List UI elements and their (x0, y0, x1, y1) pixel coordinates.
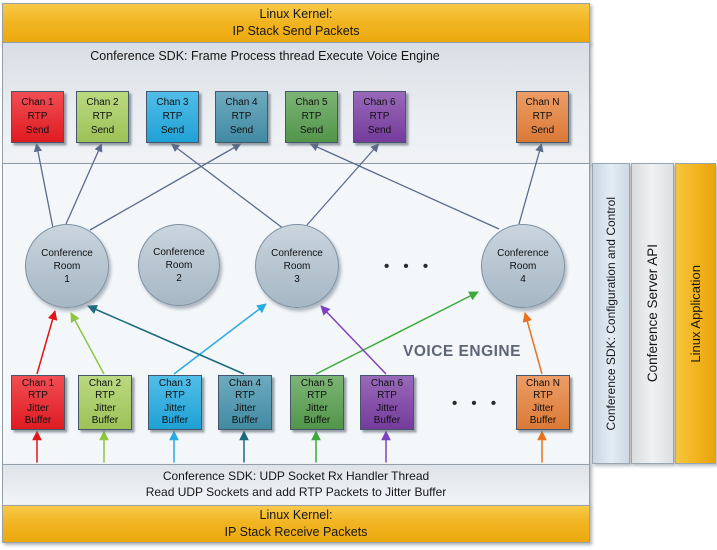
label-line: Chan 1 (21, 97, 54, 108)
udp-rx-panel: Conference SDK: UDP Socket Rx Handler Th… (2, 464, 590, 506)
buffers-ellipsis: • • • (452, 395, 502, 412)
label-line: Chan 6 (363, 97, 396, 108)
label-line: 3 (294, 273, 300, 285)
rooms-ellipsis: • • • (384, 258, 434, 275)
label-line: RTP (92, 111, 113, 122)
label-line: Send (229, 125, 254, 136)
label-line: RTP (231, 111, 252, 122)
linux-kernel-receive-bar: Linux Kernel: IP Stack Receive Packets (2, 505, 590, 543)
label-line: Chan 4 (225, 97, 258, 108)
linux-kernel-send-line2: IP Stack Send Packets (232, 24, 360, 38)
linux-kernel-send-line1: Linux Kernel: (259, 7, 333, 22)
label-line: Send (160, 125, 185, 136)
label-line: RTP (301, 111, 322, 122)
label-line: RTP (532, 111, 553, 122)
label-line: Chan 4 (228, 378, 262, 390)
label-line: Chan N (525, 97, 560, 108)
label-line: Jitter (376, 402, 398, 414)
label-line: Chan 1 (21, 378, 55, 390)
label-line: RTP (95, 390, 115, 402)
chan-6-rtp-send-box: Chan 6 RTP Send (353, 91, 406, 143)
label-line: RTP (377, 390, 397, 402)
label-line: Jitter (306, 402, 328, 414)
label-line: Chan 3 (158, 378, 192, 390)
chan-3-rtp-send-box: Chan 3 RTP Send (146, 91, 199, 143)
label-line: RTP (165, 390, 185, 402)
label-line: Buffer (161, 414, 189, 426)
label-line: Buffer (303, 414, 331, 426)
label-line: RTP (369, 111, 390, 122)
label-line: Conference (41, 247, 93, 259)
sidebar-sdk-configuration-label: Conference SDK: Configuration and Contro… (604, 196, 618, 431)
linux-kernel-send-bar: Linux Kernel: IP Stack Send Packets (2, 3, 590, 44)
frame-process-title: Conference SDK: Frame Process thread Exe… (90, 49, 440, 63)
label-line: Buffer (91, 414, 119, 426)
label-line: Room (509, 260, 537, 272)
sidebar-linux-application-label: Linux Application (688, 264, 703, 363)
label-line: Jitter (164, 402, 186, 414)
chan-1-rtp-send-box: Chan 1 RTP Send (11, 91, 64, 143)
label-line: Conference (153, 246, 205, 258)
label-line: Buffer (231, 414, 259, 426)
label-line: 2 (176, 272, 182, 284)
linux-kernel-receive-line2: IP Stack Receive Packets (224, 524, 368, 539)
udp-rx-line1: Conference SDK: UDP Socket Rx Handler Th… (162, 469, 430, 484)
label-line: Room (165, 259, 193, 271)
label-line: RTP (162, 111, 183, 122)
label-line: Send (90, 125, 115, 136)
chan-4-rtp-send-box: Chan 4 RTP Send (215, 91, 268, 143)
sidebar-conference-server-api: Conference Server API (631, 163, 674, 464)
chan-5-rtp-send-box: Chan 5 RTP Send (285, 91, 338, 143)
label-line: Buffer (24, 414, 52, 426)
label-line: Send (530, 125, 555, 136)
label-line: Jitter (532, 402, 554, 414)
label-line: Room (283, 260, 311, 272)
label-line: RTP (28, 390, 48, 402)
label-line: Conference (271, 247, 323, 259)
label-line: Send (367, 125, 392, 136)
label-line: Buffer (529, 414, 557, 426)
label-line: Chan 2 (88, 378, 122, 390)
label-line: Conference (497, 247, 549, 259)
sidebar-linux-application: Linux Application (675, 163, 716, 464)
label-line: Room (53, 260, 81, 272)
label-line: RTP (533, 390, 553, 402)
label-line: Jitter (234, 402, 256, 414)
label-line: Chan 3 (156, 97, 189, 108)
label-line: 1 (64, 273, 70, 285)
label-line: Chan 6 (370, 378, 404, 390)
label-line: Send (25, 125, 50, 136)
label-line: Chan 5 (300, 378, 334, 390)
label-line: Jitter (27, 402, 49, 414)
chan-n-rtp-send-box: Chan N RTP Send (516, 91, 569, 143)
label-line: RTP (235, 390, 255, 402)
label-line: Chan 2 (86, 97, 119, 108)
sidebar-conference-server-api-label: Conference Server API (645, 244, 660, 383)
voice-engine-label: VOICE ENGINE (403, 343, 521, 360)
label-line: Chan 5 (295, 97, 328, 108)
label-line: Jitter (94, 402, 116, 414)
label-line: Chan N (526, 378, 560, 390)
udp-rx-line2: Read UDP Sockets and add RTP Packets to … (145, 485, 447, 499)
label-line: RTP (27, 111, 48, 122)
linux-kernel-receive-line1: Linux Kernel: (259, 507, 333, 522)
chan-2-rtp-send-box: Chan 2 RTP Send (76, 91, 129, 143)
label-line: 4 (520, 273, 526, 285)
label-line: Buffer (373, 414, 401, 426)
label-line: Send (299, 125, 324, 136)
sidebar-sdk-configuration-control: Conference SDK: Configuration and Contro… (592, 163, 630, 464)
label-line: RTP (307, 390, 327, 402)
